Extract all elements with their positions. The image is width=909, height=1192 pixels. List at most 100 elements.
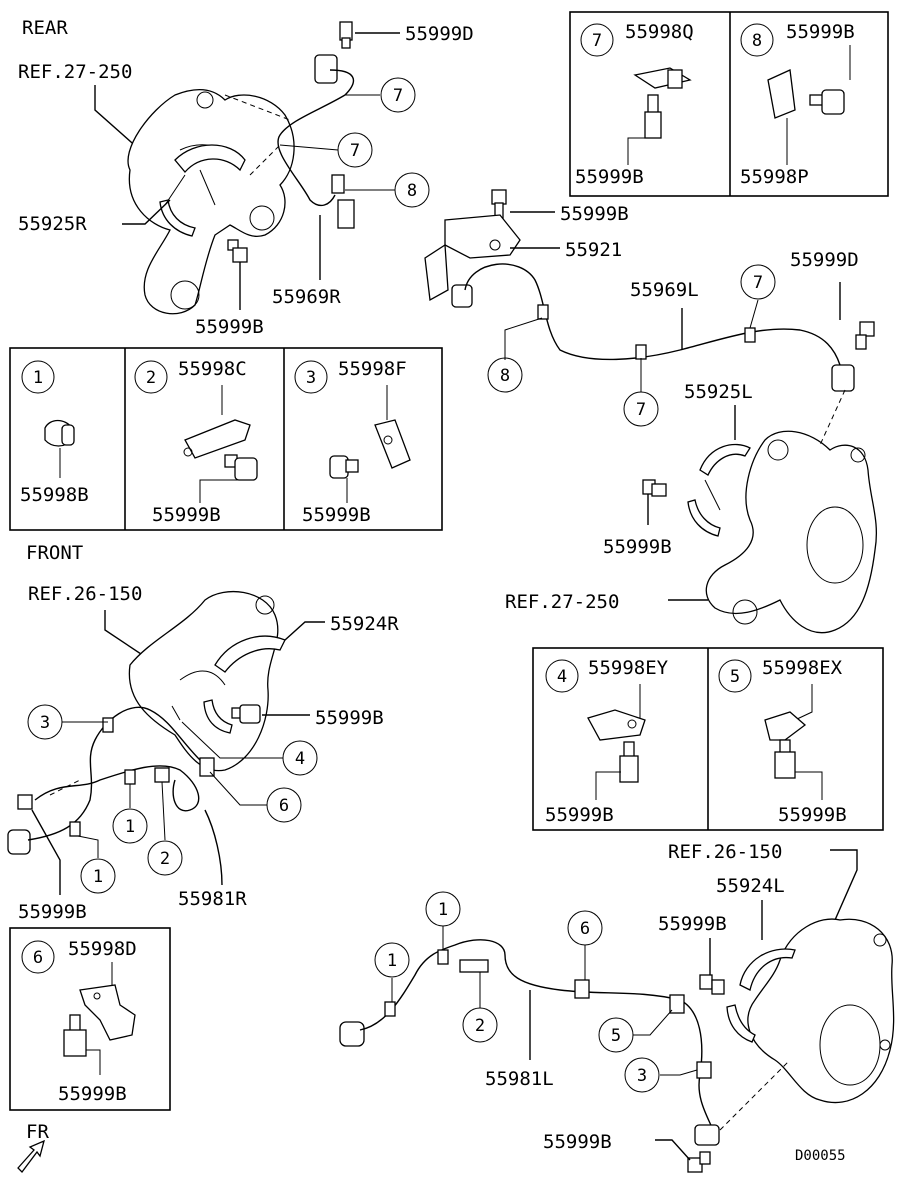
callout-label-rear-l-7a: 7 xyxy=(636,400,646,420)
ref-front-knuckle-left: REF.26-150 xyxy=(668,841,782,863)
callout-front-r-2 xyxy=(147,840,183,876)
legend-code-7: 55998Q xyxy=(625,21,694,43)
ref-rear-knuckle-left: REF.27-250 xyxy=(505,591,619,613)
legend-clip-55998EY xyxy=(587,709,646,783)
legend-bolt-1: 55998B xyxy=(20,484,89,506)
legend-bolt-3: 55999B xyxy=(302,504,371,526)
leader-rear-r-7b xyxy=(279,144,339,151)
front-right-sensor-ring xyxy=(203,635,286,734)
legend-badge-8 xyxy=(740,23,774,57)
callout-label-front-r-4: 4 xyxy=(295,749,305,769)
legend-bolt-2: 55999B xyxy=(152,504,221,526)
callout-label-front-l-1a: 1 xyxy=(387,951,397,971)
front-left-bolt-bottom xyxy=(687,1151,711,1173)
part-label-55999D-top: 55999D xyxy=(405,23,474,45)
front-left-bolt xyxy=(699,974,725,995)
legend-num-4: 4 xyxy=(557,667,567,687)
legend-box-6 xyxy=(9,927,171,1111)
legend-code-4: 55998EY xyxy=(588,657,669,679)
callout-label-front-r-1a: 1 xyxy=(125,817,135,837)
part-label-55981R: 55981R xyxy=(178,888,247,910)
rear-right-sensor-ring xyxy=(159,144,246,237)
legend-bolt-8: 55998P xyxy=(740,166,809,188)
part-label-55999B-rear-left: 55999B xyxy=(603,536,672,558)
callout-rear-r-7b xyxy=(337,132,373,168)
legend-num-2: 2 xyxy=(146,368,156,388)
legend-badge-6 xyxy=(21,940,55,974)
front-direction-arrow-icon xyxy=(17,1139,45,1173)
legend-clip-55998B xyxy=(44,419,75,447)
rear-left-bracket-55921 xyxy=(424,214,521,302)
rear-right-harness-55969R xyxy=(277,54,355,229)
rear-left-bolt-lower xyxy=(642,479,667,497)
part-label-55921: 55921 xyxy=(565,239,622,261)
part-label-55925L: 55925L xyxy=(684,381,753,403)
legend-clip-55998D xyxy=(63,984,136,1057)
callout-label-rear-l-8: 8 xyxy=(500,366,510,386)
part-label-55924L: 55924L xyxy=(716,875,785,897)
legend-clip-55998P xyxy=(767,69,845,119)
callout-label-front-l-2: 2 xyxy=(475,1016,485,1036)
legend-badge-3 xyxy=(294,360,328,394)
callout-label-front-l-6: 6 xyxy=(580,919,590,939)
part-label-55981L: 55981L xyxy=(485,1068,554,1090)
part-label-55999B-rear-bolt: 55999B xyxy=(195,316,264,338)
legend-code-6: 55998D xyxy=(68,938,137,960)
legend-box-1-2-3 xyxy=(9,347,443,531)
callout-rear-r-8 xyxy=(394,172,430,208)
leader-ref-rear-right xyxy=(94,85,141,151)
rear-right-bolt-top xyxy=(339,21,353,49)
diagram-code: D00055 xyxy=(795,1148,846,1164)
part-label-55925R: 55925R xyxy=(18,213,87,235)
section-label-rear: REAR xyxy=(22,17,68,39)
legend-bolt-5: 55999B xyxy=(778,804,847,826)
legend-code-2: 55998C xyxy=(178,358,247,380)
callout-front-l-1b xyxy=(425,891,461,927)
legend-code-5: 55998EX xyxy=(762,657,843,679)
legend-box-7-8 xyxy=(569,11,889,197)
legend-clip-55998EX xyxy=(764,711,807,779)
front-left-sensor-ring xyxy=(726,948,796,1043)
rear-left-sensor-ring xyxy=(687,443,751,537)
callout-front-l-6 xyxy=(567,910,603,946)
callout-rear-r-7a xyxy=(380,77,416,113)
part-label-55999B-bracket: 55999B xyxy=(560,203,629,225)
legend-num-8: 8 xyxy=(752,31,762,51)
ref-rear-knuckle-right: REF.27-250 xyxy=(18,61,132,83)
front-left-harness-55981L xyxy=(339,939,720,1146)
legend-clip-55998Q xyxy=(633,67,692,139)
part-label-55969R: 55969R xyxy=(272,286,341,308)
part-label-55969L: 55969L xyxy=(630,279,699,301)
callout-label-rear-r-7b: 7 xyxy=(350,141,360,161)
part-label-55999D-right: 55999D xyxy=(790,249,859,271)
callout-label-front-r-1b: 1 xyxy=(93,867,103,887)
legend-bolt-6: 55999B xyxy=(58,1083,127,1105)
part-label-55999B-front-r: 55999B xyxy=(315,707,384,729)
rear-right-knuckle xyxy=(127,88,295,315)
rear-right-bolt-lower xyxy=(227,239,248,263)
front-right-bolt xyxy=(231,704,261,724)
callout-front-r-6 xyxy=(266,787,302,823)
callout-label-front-r-6: 6 xyxy=(279,796,289,816)
legend-num-5: 5 xyxy=(730,667,740,687)
part-label-55999B-bottom: 55999B xyxy=(543,1131,612,1153)
rear-left-bolt-right xyxy=(855,321,875,350)
callout-label-front-r-3: 3 xyxy=(40,713,50,733)
callout-front-l-1a xyxy=(374,942,410,978)
rear-left-harness-55969L xyxy=(451,263,855,392)
part-label-55999B-front-sensor: 55999B xyxy=(18,901,87,923)
legend-badge-2 xyxy=(134,360,168,394)
front-left-knuckle xyxy=(747,918,895,1104)
callout-front-l-5 xyxy=(598,1017,634,1053)
callout-rear-l-7a xyxy=(623,391,659,427)
legend-bracket-55998C xyxy=(183,419,258,481)
callout-front-r-1b xyxy=(80,858,116,894)
direction-label: FR xyxy=(26,1121,49,1143)
legend-badge-4 xyxy=(545,659,579,693)
legend-badge-1 xyxy=(21,360,55,394)
callout-label-rear-l-7b: 7 xyxy=(753,273,763,293)
callout-front-r-1a xyxy=(112,808,148,844)
legend-num-1: 1 xyxy=(33,368,43,388)
